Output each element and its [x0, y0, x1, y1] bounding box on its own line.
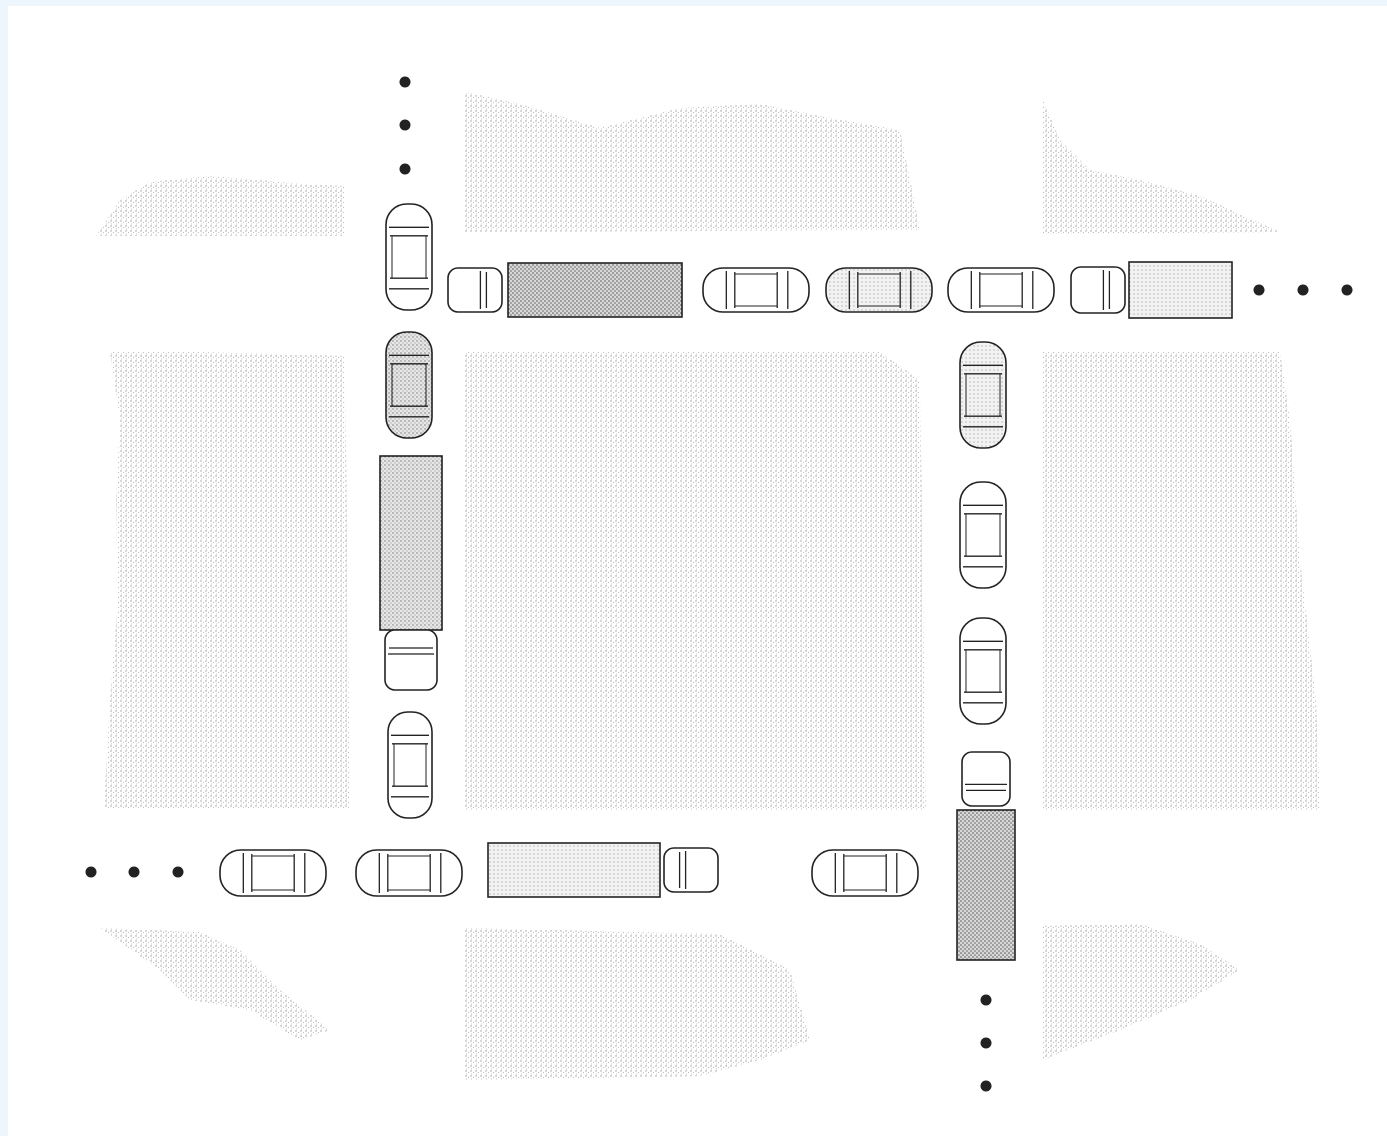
- block-mid-right: [1042, 352, 1320, 810]
- dots-top-dot-1: [400, 77, 411, 88]
- truck-top-road-2: [1071, 262, 1232, 318]
- city-blocks: [96, 92, 1320, 1080]
- truck-bottom-road-1: [488, 843, 718, 897]
- traffic-grid-diagram: [8, 6, 1387, 1136]
- block-bottom-left: [100, 928, 330, 1040]
- dots-top-dot-3: [400, 164, 411, 175]
- block-bottom-center: [465, 928, 810, 1080]
- figure-canvas: [8, 6, 1387, 1136]
- block-mid-left: [104, 352, 350, 808]
- car-top-road-3: [948, 268, 1054, 312]
- dots-left-dot-1: [86, 867, 97, 878]
- block-top-center: [465, 92, 920, 232]
- car-right-road-3: [960, 618, 1006, 724]
- car-top-road-2: [826, 268, 932, 312]
- car-left-road-2: [386, 332, 432, 438]
- dots-left-dot-2: [129, 867, 140, 878]
- block-bottom-right: [1042, 924, 1240, 1060]
- car-bottom-road-3: [812, 850, 918, 896]
- dots-right-dot-3: [1342, 285, 1353, 296]
- car-bottom-road-1: [220, 850, 326, 896]
- dots-bottom-dot-2: [981, 1038, 992, 1049]
- truck-right-road-1: [957, 752, 1015, 960]
- dots-bottom: [981, 995, 992, 1092]
- block-mid-center: [465, 352, 926, 810]
- dots-top: [400, 77, 411, 175]
- car-bottom-road-2: [356, 850, 462, 896]
- dots-left-dot-3: [173, 867, 184, 878]
- car-top-road-1: [703, 268, 809, 312]
- dots-right: [1254, 285, 1353, 296]
- truck-left-road-1: [380, 456, 442, 690]
- car-right-road-1: [960, 342, 1006, 448]
- block-top-left: [96, 176, 345, 236]
- dots-right-dot-2: [1298, 285, 1309, 296]
- dots-left: [86, 867, 184, 878]
- dots-bottom-dot-3: [981, 1081, 992, 1092]
- car-left-road-3: [388, 712, 432, 818]
- truck-top-road-1: [448, 263, 682, 317]
- car-left-road-1: [386, 204, 432, 310]
- dots-top-dot-2: [400, 120, 411, 131]
- dots-right-dot-1: [1254, 285, 1265, 296]
- dots-bottom-dot-1: [981, 995, 992, 1006]
- car-right-road-2: [960, 482, 1006, 588]
- block-top-right: [1042, 98, 1280, 234]
